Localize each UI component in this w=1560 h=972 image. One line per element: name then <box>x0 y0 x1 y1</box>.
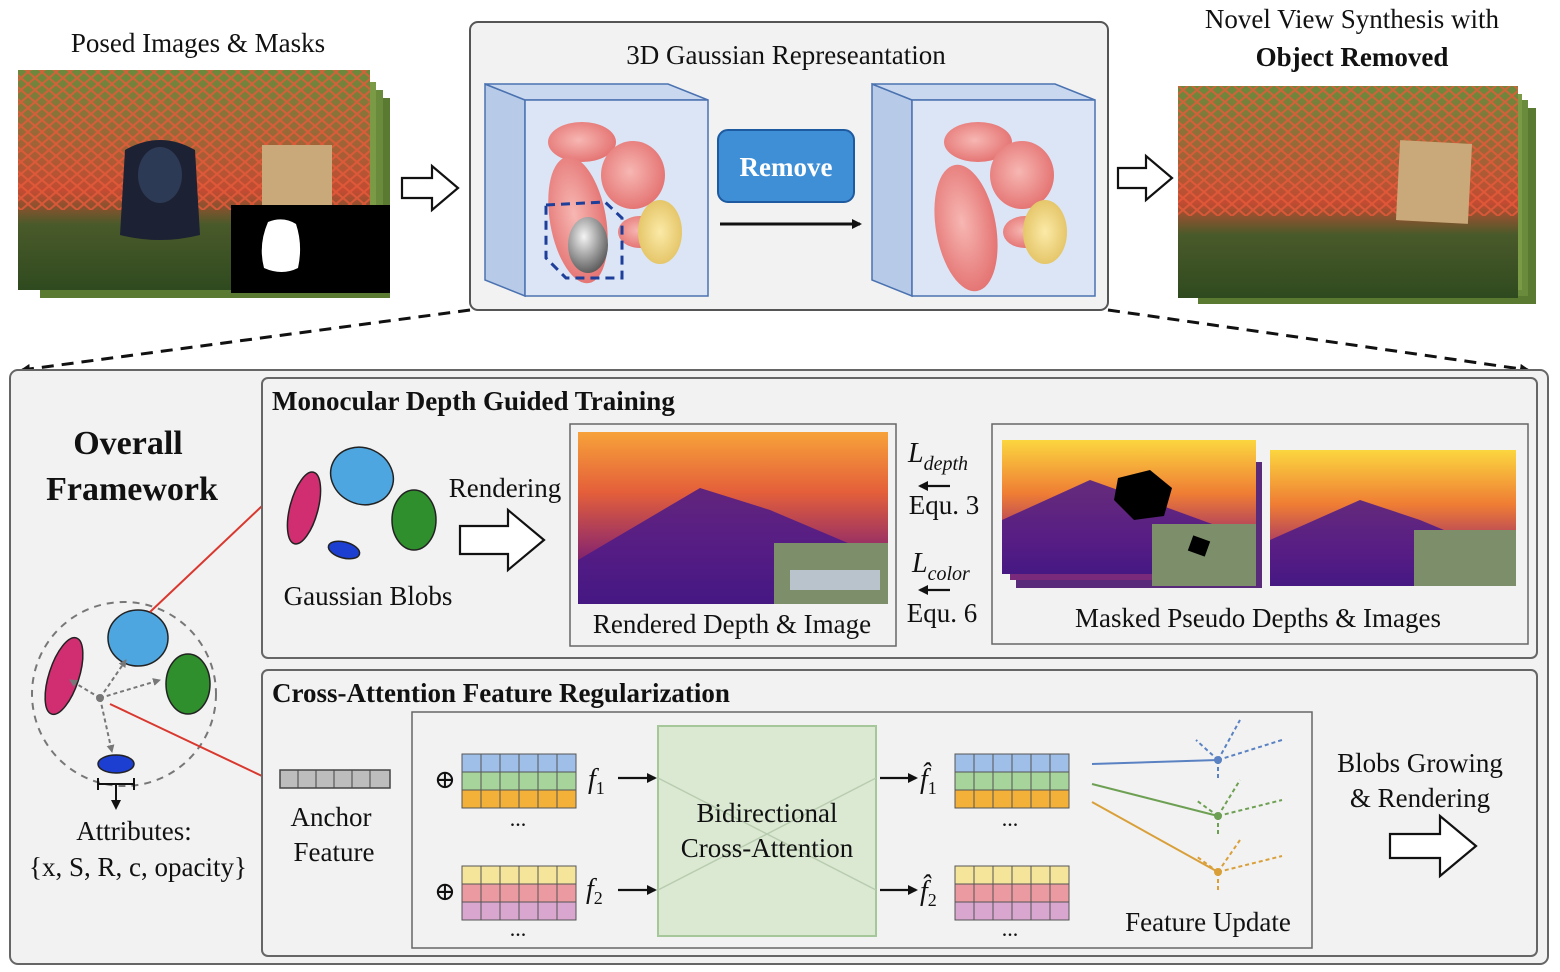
feature-grid-f2 <box>461 865 577 921</box>
f2-label: f2 <box>586 874 603 908</box>
eq3-label: Equ. 3 <box>909 490 980 520</box>
input-image-stack <box>18 70 390 298</box>
output-image-stack <box>1178 86 1536 304</box>
anchor-label-line2: Feature <box>294 837 375 867</box>
attention-panel-title: Cross-Attention Feature Regularization <box>272 678 730 708</box>
gaussian-blobs-label: Gaussian Blobs <box>284 581 453 611</box>
feature-grid-f1 <box>461 753 577 809</box>
ellipsis-f1: ... <box>510 806 527 831</box>
rendered-depth-image <box>578 432 888 604</box>
gaussian-blobs <box>286 446 437 560</box>
output-title-line2: Object Removed <box>1256 42 1449 72</box>
output-title-line1: Novel View Synthesis with <box>1205 4 1500 34</box>
rendered-label: Rendered Depth & Image <box>593 609 871 639</box>
bca-line1: Bidirectional <box>697 798 838 828</box>
l-depth: Ldepth <box>907 438 968 475</box>
ellipsis-f1-hat: ... <box>1002 806 1019 831</box>
feature-grid-f2-hat <box>954 865 1070 921</box>
rendering-label: Rendering <box>449 473 561 503</box>
feature-update-label: Feature Update <box>1125 907 1291 937</box>
cross-attention-block <box>657 725 877 937</box>
anchor-feature-bar <box>279 769 391 789</box>
ellipsis-f2-hat: ... <box>1002 916 1019 941</box>
cube-after <box>871 82 1096 298</box>
bca-line2: Cross-Attention <box>681 833 854 863</box>
remove-label: Remove <box>740 152 833 182</box>
growing-label-line1: Blobs Growing <box>1337 748 1503 778</box>
f1-label: f1 <box>588 764 605 798</box>
attributes-set: {x, S, R, c, opacity} <box>29 852 247 882</box>
oplus-2: ⊕ <box>434 877 456 906</box>
remove-button <box>717 129 855 203</box>
gaussian-attributes-diagram <box>31 505 263 810</box>
gaussian-title: 3D Gaussian Represeantation <box>626 40 946 70</box>
growing-label-line2: & Rendering <box>1350 783 1490 813</box>
rendering-arrow <box>458 507 546 573</box>
feature-grid-f1-hat <box>954 753 1070 809</box>
mask-image <box>231 205 390 293</box>
ellipsis-f2: ... <box>510 916 527 941</box>
cube-before <box>484 82 709 298</box>
depth-panel-title: Monocular Depth Guided Training <box>272 386 675 416</box>
masked-label: Masked Pseudo Depths & Images <box>1075 603 1441 633</box>
backpack-object <box>120 140 200 240</box>
oplus-1: ⊕ <box>434 765 456 794</box>
expand-arrow-left <box>20 308 471 374</box>
hollow-arrow-1 <box>400 163 460 213</box>
framework-title-line2: Framework <box>46 471 218 508</box>
attributes-label: Attributes: <box>76 816 192 846</box>
hollow-arrow-2 <box>1116 153 1174 203</box>
cardboard-box-object <box>262 145 332 210</box>
growing-arrow <box>1388 813 1478 879</box>
eq6-label: Equ. 6 <box>907 598 978 628</box>
input-title: Posed Images & Masks <box>71 28 325 58</box>
l-color: Lcolor <box>911 548 970 585</box>
anchor-label-line1: Anchor <box>291 802 372 832</box>
feature-update-diagram <box>1091 719 1283 890</box>
masked-pseudo-depth-stack <box>1002 440 1516 588</box>
framework-title-line1: Overall <box>73 425 183 462</box>
expand-arrow-right <box>1107 308 1530 374</box>
